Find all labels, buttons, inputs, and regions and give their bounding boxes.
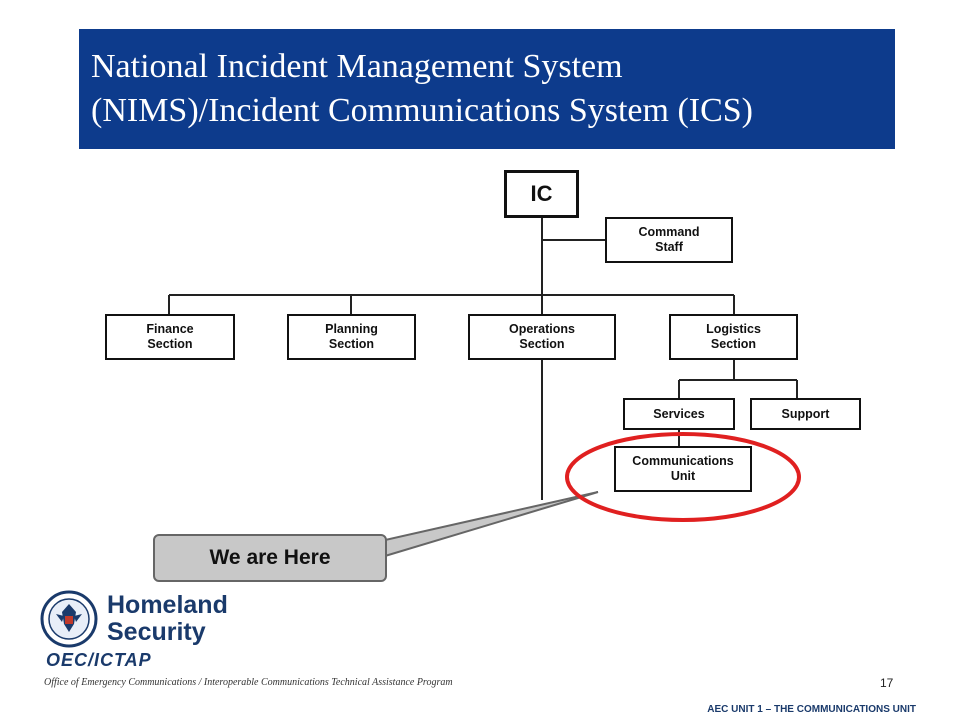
command-staff-label-1: Command <box>638 225 700 239</box>
logistics-label-1: Logistics <box>706 322 761 336</box>
logo-line-2: Security <box>107 618 206 646</box>
comms-unit-label-2: Unit <box>670 469 696 483</box>
callout-pointer <box>384 491 599 558</box>
operations-label-2: Section <box>519 337 565 351</box>
dhs-logo: Homeland Security <box>40 590 250 650</box>
services-label: Services <box>653 406 705 421</box>
finance-section-box: Finance Section <box>105 314 235 360</box>
ic-label: IC <box>530 181 553 206</box>
support-label: Support <box>781 406 830 421</box>
operations-label-1: Operations <box>509 322 575 336</box>
support-box: Support <box>750 398 861 430</box>
finance-label-1: Finance <box>146 322 194 336</box>
ic-box: IC <box>504 170 579 218</box>
page-number: 17 <box>880 676 894 690</box>
planning-label-1: Planning <box>325 322 378 336</box>
dhs-wordmark: Homeland Security <box>107 592 228 646</box>
command-staff-label-2: Staff <box>655 240 683 254</box>
slide-title-line-2: (NIMS)/Incident Communications System (I… <box>91 92 754 129</box>
footer-unit-label: AEC UNIT 1 – THE COMMUNICATIONS UNIT <box>707 704 916 715</box>
program-short-name: OEC/ICTAP <box>46 650 152 670</box>
we-are-here-callout: We are Here <box>153 534 387 582</box>
planning-section-box: Planning Section <box>287 314 416 360</box>
comms-unit-highlight-circle <box>565 432 801 522</box>
services-box: Services <box>623 398 735 430</box>
planning-label-2: Section <box>328 337 375 351</box>
communications-unit-box: Communications Unit <box>614 446 752 492</box>
dhs-seal-icon <box>40 590 98 648</box>
logo-line-1: Homeland <box>107 591 228 619</box>
logistics-label-2: Section <box>710 337 757 351</box>
command-staff-box: Command Staff <box>605 217 733 263</box>
finance-label-2: Section <box>147 337 193 351</box>
slide-title-line-1: National Incident Management System <box>91 48 623 85</box>
program-full-name: Office of Emergency Communications / Int… <box>44 677 453 688</box>
operations-section-box: Operations Section <box>468 314 616 360</box>
callout-text: We are Here <box>209 546 331 569</box>
logistics-section-box: Logistics Section <box>669 314 798 360</box>
comms-unit-label-1: Communications <box>632 454 734 468</box>
slide-title-bar: National Incident Management System (NIM… <box>79 29 895 149</box>
